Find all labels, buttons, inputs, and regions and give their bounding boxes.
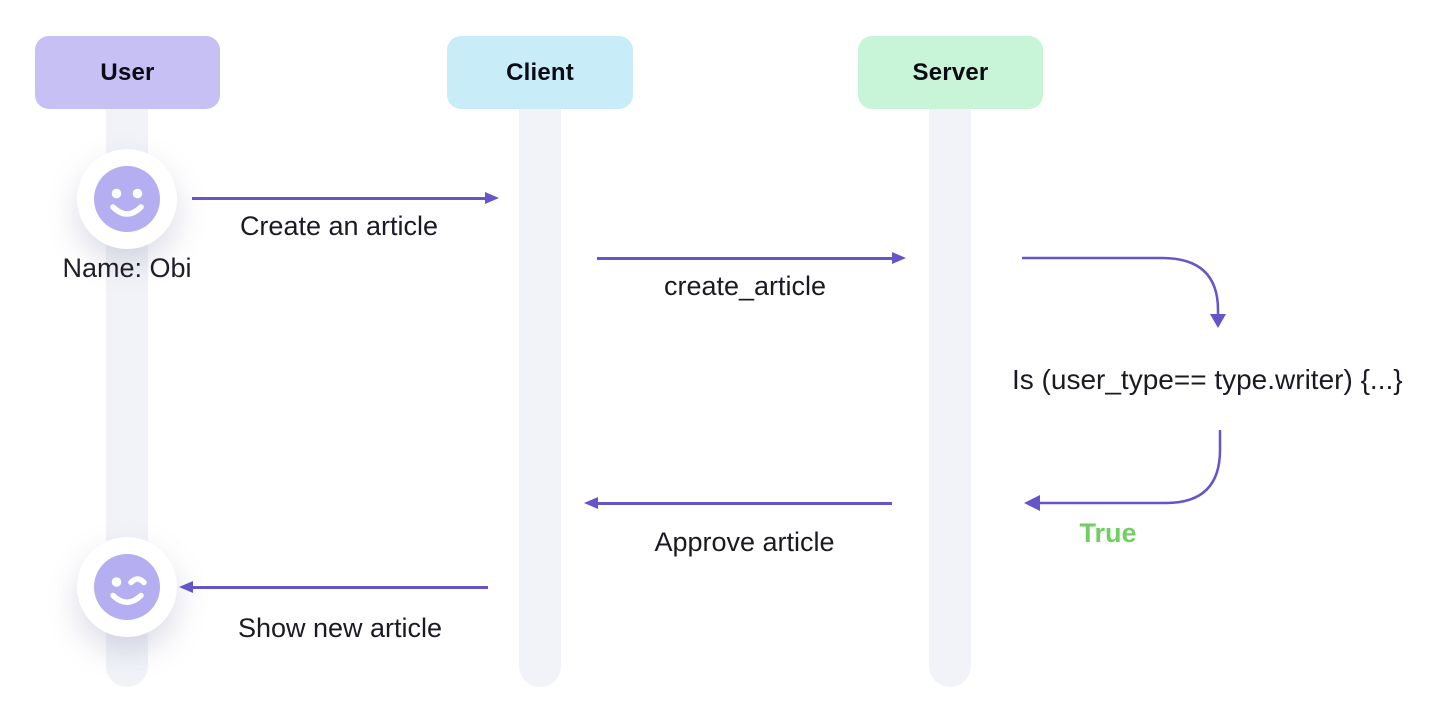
curved-arrow-down-icon (1022, 256, 1226, 328)
winking-smiley-face-icon (94, 554, 160, 620)
actor-box-server: Server (858, 36, 1043, 109)
smiley-face-icon (94, 166, 160, 232)
user-avatar-top (77, 149, 177, 249)
actor-box-user: User (35, 36, 220, 109)
user-name-label: Name: Obi (62, 253, 192, 283)
server-result-label: True (1079, 518, 1137, 548)
message-label-approve-article: Approve article (654, 527, 835, 557)
arrow-create-an-article (192, 192, 499, 203)
message-label-create-an-article: Create an article (239, 211, 439, 241)
actor-label-client: Client (506, 58, 574, 86)
arrow-show-new-article (179, 581, 488, 592)
user-avatar-bottom (77, 537, 177, 637)
message-label-create-article: create_article (663, 271, 827, 301)
lifeline-server (929, 108, 971, 687)
arrow-create-article (597, 252, 906, 263)
actor-label-server: Server (912, 58, 989, 86)
arrow-approve-article (584, 497, 892, 508)
actor-box-client: Client (447, 36, 633, 109)
actor-label-user: User (100, 58, 155, 86)
server-condition-label: Is (user_type== type.writer) {...} (1012, 364, 1403, 395)
curved-arrow-left-icon (1024, 430, 1222, 511)
message-label-show-new-article: Show new article (237, 613, 443, 643)
lifeline-client (519, 108, 561, 687)
